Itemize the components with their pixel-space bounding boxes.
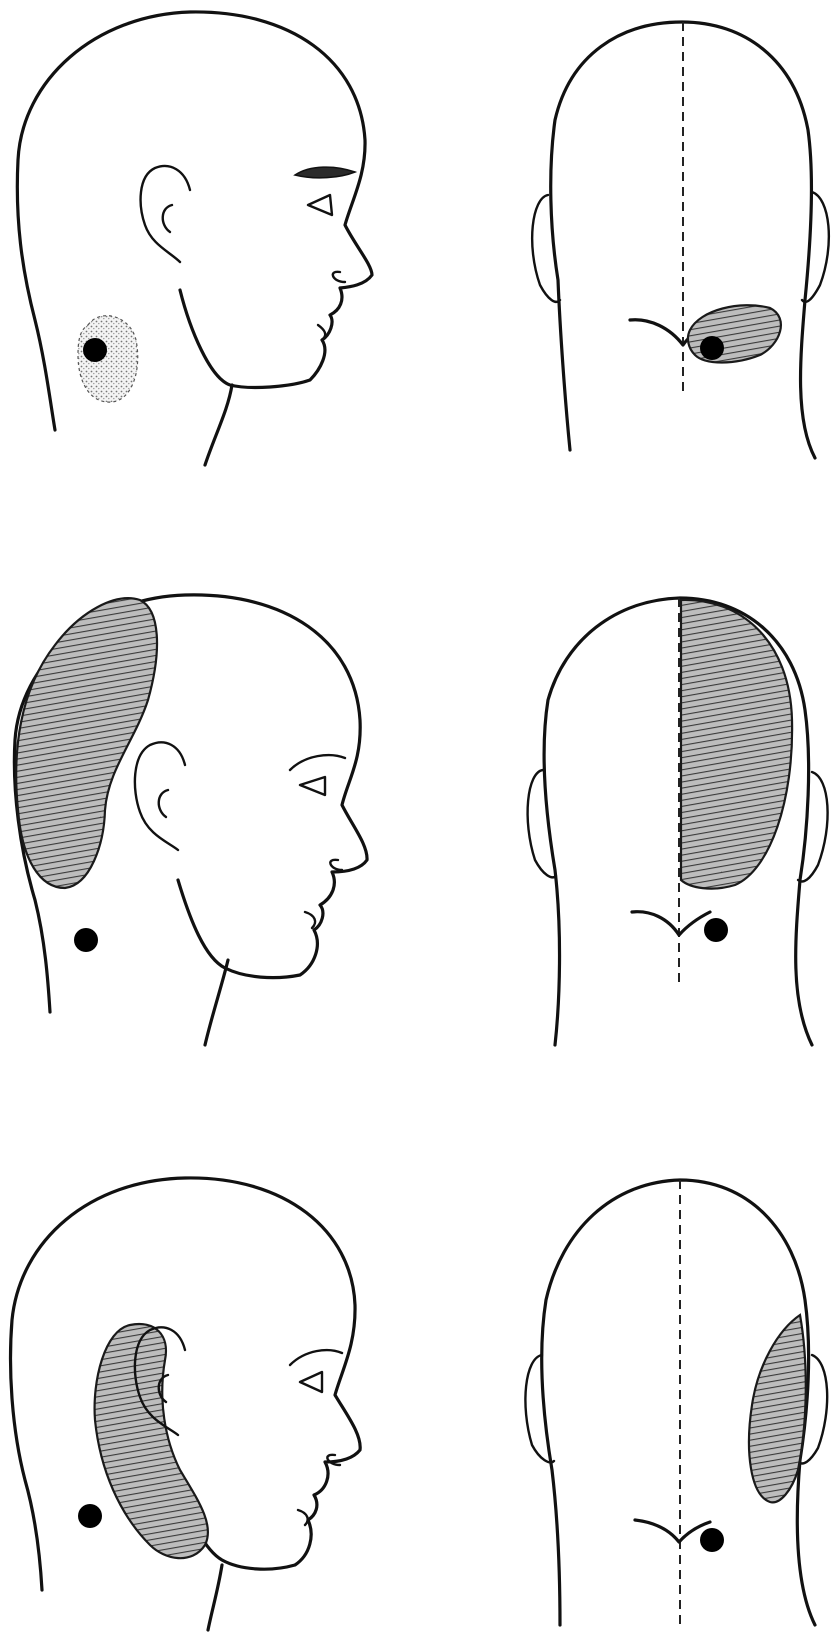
hairline-v xyxy=(635,1520,710,1542)
ear-inner xyxy=(159,790,168,817)
referred-pain-area-occipital xyxy=(16,598,157,888)
neck-front-line xyxy=(205,960,228,1045)
referred-pain-area-behind-ear xyxy=(95,1324,208,1558)
neck-front-line xyxy=(205,385,232,465)
eye xyxy=(300,777,325,795)
hairline-v xyxy=(632,912,710,935)
head-outline xyxy=(17,12,372,430)
ear-inner xyxy=(163,205,172,232)
lips xyxy=(318,325,325,340)
left-ear xyxy=(528,770,556,877)
back-view-2 xyxy=(528,598,828,1045)
lips xyxy=(305,912,315,928)
referred-pain-area-occipital xyxy=(681,600,792,889)
eyebrow xyxy=(290,1350,342,1365)
circle-x-icon xyxy=(83,338,107,362)
eye xyxy=(308,195,332,215)
circle-x-icon xyxy=(704,918,728,942)
neck-front-line xyxy=(208,1565,222,1630)
circle-x-icon xyxy=(78,1504,102,1528)
eyebrow xyxy=(290,755,345,770)
circle-x-icon xyxy=(74,928,98,952)
eyebrow xyxy=(295,167,355,178)
ear-outline xyxy=(141,166,190,262)
eye xyxy=(300,1372,322,1392)
referred-pain-area-behind-ear xyxy=(749,1315,806,1502)
nostril xyxy=(330,860,342,870)
lips xyxy=(298,1510,308,1525)
back-view-1 xyxy=(532,22,829,458)
side-view-1 xyxy=(17,12,372,465)
left-ear xyxy=(532,195,560,302)
back-view-3 xyxy=(525,1180,827,1630)
nostril xyxy=(333,272,345,282)
circle-x-icon xyxy=(700,336,724,360)
circle-x-icon xyxy=(700,1528,724,1552)
side-view-2 xyxy=(14,595,367,1045)
side-view-3 xyxy=(11,1178,361,1630)
